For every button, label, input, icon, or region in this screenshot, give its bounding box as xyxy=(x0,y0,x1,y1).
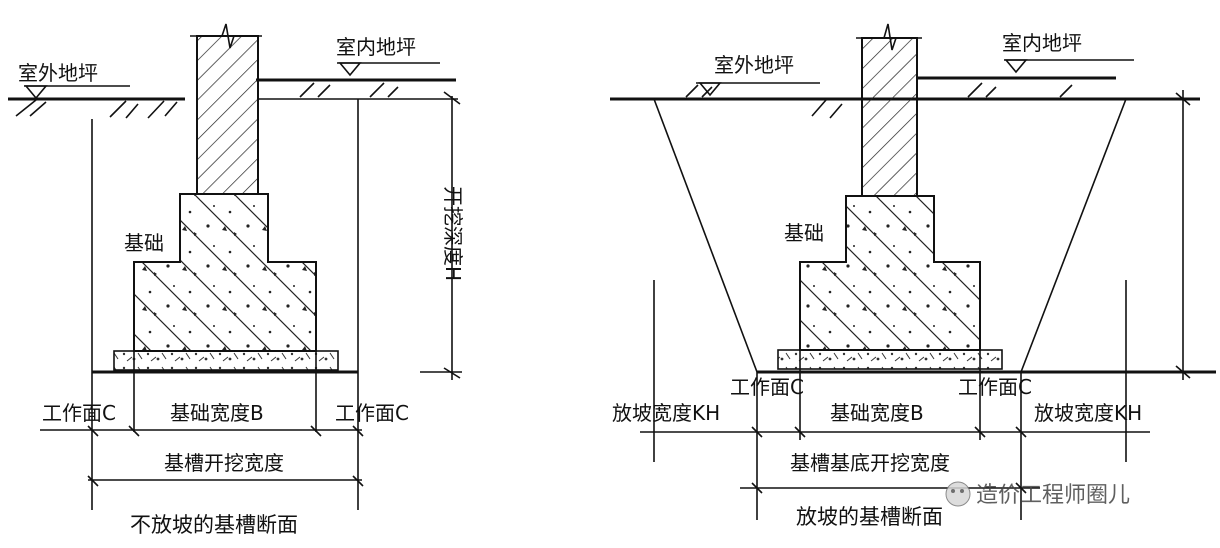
right-section: 室外地坪 室内地坪 基础 工作面C 工作面C 放坡宽度KH 基础宽度B 放坡宽度… xyxy=(610,23,1216,529)
slope-width-right-label: 放坡宽度KH xyxy=(1034,401,1142,425)
left-work-face-left-label: 工作面C xyxy=(42,401,116,425)
left-caption: 不放坡的基槽断面 xyxy=(130,513,298,537)
depth-label: 开挖深度H xyxy=(441,186,465,281)
trench-width-label: 基槽开挖宽度 xyxy=(164,451,284,475)
left-section: 室外地坪 室内地坪 基础 开挖深度H 工作面C 基础宽度B 工作面C 基槽开挖宽… xyxy=(8,23,465,537)
right-indoor-ground-label: 室内地坪 xyxy=(1002,31,1082,55)
left-indoor-ground-label: 室内地坪 xyxy=(336,35,416,59)
left-foundation-label: 基础 xyxy=(124,231,164,255)
slope-width-left-label: 放坡宽度KH xyxy=(612,401,720,425)
left-foundation-width-label: 基础宽度B xyxy=(170,401,264,425)
right-caption: 放坡的基槽断面 xyxy=(796,505,943,529)
right-foundation-width-label: 基础宽度B xyxy=(830,401,924,425)
left-work-face-right-label: 工作面C xyxy=(335,401,409,425)
right-work-face-left-label: 工作面C xyxy=(730,375,804,399)
right-work-face-right-label: 工作面C xyxy=(958,375,1032,399)
right-foundation-label: 基础 xyxy=(784,221,824,245)
wechat-icon xyxy=(945,481,971,507)
watermark: 造价工程师圈儿 xyxy=(945,481,1130,508)
left-outdoor-ground-label: 室外地坪 xyxy=(18,61,98,85)
right-outdoor-ground-label: 室外地坪 xyxy=(714,53,794,77)
trench-bottom-width-label: 基槽基底开挖宽度 xyxy=(790,451,950,475)
watermark-text: 造价工程师圈儿 xyxy=(976,483,1130,508)
